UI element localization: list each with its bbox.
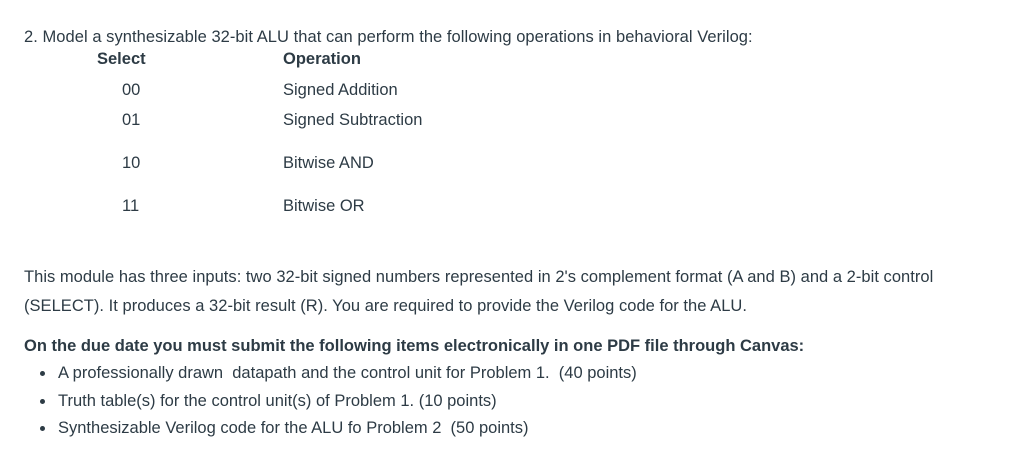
module-description-paragraph: This module has three inputs: two 32-bit… bbox=[24, 267, 934, 315]
submission-heading: On the due date you must submit the foll… bbox=[24, 336, 805, 355]
cell-select-01: 01 bbox=[122, 111, 141, 129]
cell-select-11: 11 bbox=[122, 197, 140, 215]
table-row: 01 Signed Subtraction bbox=[95, 109, 422, 152]
cell-operation-00: Signed Addition bbox=[283, 81, 398, 99]
table-row: 10 Bitwise AND bbox=[95, 152, 422, 195]
cell-operation-11: Bitwise OR bbox=[283, 197, 365, 215]
cell-select-00: 00 bbox=[122, 81, 141, 99]
list-item: Synthesizable Verilog code for the ALU f… bbox=[56, 415, 637, 443]
table-header-row: Select Operation bbox=[95, 48, 422, 79]
cell-operation-01: Signed Subtraction bbox=[283, 111, 423, 129]
cell-operation-10: Bitwise AND bbox=[283, 154, 374, 172]
select-operation-table: Select Operation 00 Signed Addition 01 S… bbox=[95, 48, 422, 217]
cell-select-10: 10 bbox=[122, 154, 141, 172]
table-row: 11 Bitwise OR bbox=[95, 195, 422, 217]
column-header-select: Select bbox=[97, 50, 146, 68]
list-item: A professionally drawn datapath and the … bbox=[56, 360, 637, 388]
list-item: Truth table(s) for the control unit(s) o… bbox=[56, 388, 637, 416]
problem-statement: 2. Model a synthesizable 32-bit ALU that… bbox=[24, 27, 753, 46]
table-row: 00 Signed Addition bbox=[95, 79, 422, 109]
deliverables-list: A professionally drawn datapath and the … bbox=[24, 360, 637, 443]
column-header-operation: Operation bbox=[283, 50, 361, 68]
